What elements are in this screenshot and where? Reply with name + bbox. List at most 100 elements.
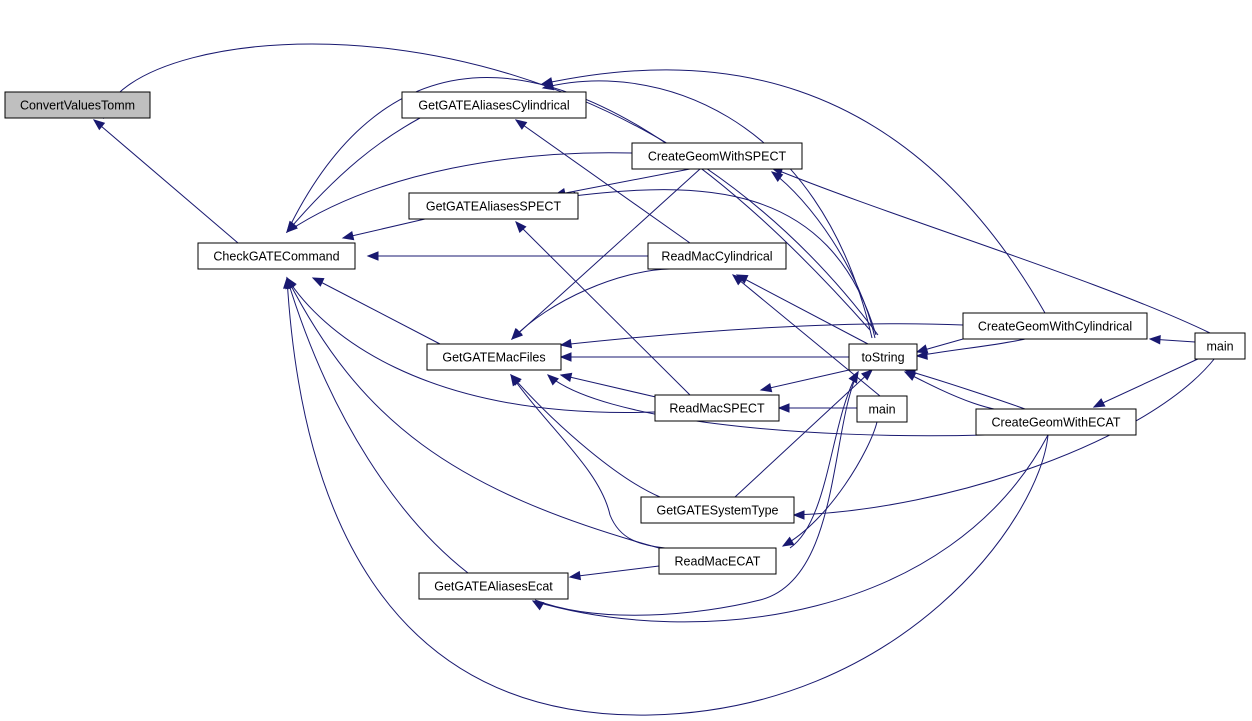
arrowhead	[546, 374, 559, 386]
svg-text:CreateGeomWithECAT: CreateGeomWithECAT	[992, 416, 1121, 430]
svg-text:GetGATEMacFiles: GetGATEMacFiles	[442, 351, 545, 365]
call-edge	[732, 274, 881, 397]
call-edge	[569, 565, 660, 578]
node-read-mac-ecat[interactable]: ReadMacECAT	[658, 547, 777, 575]
arrowhead	[777, 403, 790, 413]
svg-text:ReadMacECAT: ReadMacECAT	[675, 555, 761, 569]
call-edge	[286, 277, 1049, 716]
arrowhead	[514, 119, 528, 130]
arrowhead	[903, 371, 917, 381]
arrowhead	[311, 277, 325, 287]
node-get-gate-system-type[interactable]: GetGATESystemType	[640, 496, 795, 524]
call-edge	[510, 374, 666, 549]
node-get-gate-aliases-spect[interactable]: GetGATEAliasesSPECT	[408, 192, 579, 220]
node-get-gate-aliases-ecat[interactable]: GetGATEAliasesEcat	[418, 572, 569, 600]
svg-text:ReadMacCylindrical: ReadMacCylindrical	[661, 250, 772, 264]
arrowhead	[286, 221, 298, 233]
call-edge	[103, 43, 879, 336]
node-read-mac-cylindrical[interactable]: ReadMacCylindrical	[647, 242, 787, 270]
node-main-right[interactable]: main	[1194, 332, 1246, 360]
svg-text:main: main	[1206, 340, 1233, 354]
call-edge	[286, 117, 421, 233]
call-edge	[789, 371, 859, 549]
call-edge	[1093, 357, 1201, 408]
arrowhead	[731, 274, 745, 286]
call-edge	[736, 274, 869, 345]
call-edge	[286, 152, 633, 233]
arrowhead	[559, 338, 573, 349]
arrowhead	[759, 383, 773, 393]
node-to-string[interactable]: toString	[848, 343, 918, 371]
call-edge	[510, 374, 661, 498]
svg-text:CreateGeomWithCylindrical: CreateGeomWithCylindrical	[978, 320, 1132, 334]
arrowhead	[770, 171, 784, 183]
graph-nodes: ConvertValuesTomm CheckGATECommand GetGA…	[4, 91, 1246, 600]
svg-text:CheckGATECommand: CheckGATECommand	[213, 250, 339, 264]
node-check-gate-command[interactable]: CheckGATECommand	[197, 242, 356, 270]
call-edge	[564, 189, 877, 336]
svg-text:GetGATEAliasesSPECT: GetGATEAliasesSPECT	[426, 200, 562, 214]
call-edge	[916, 338, 1026, 357]
arrowhead	[510, 373, 521, 387]
arrowhead	[341, 231, 355, 241]
call-edge	[560, 323, 964, 346]
svg-text:main: main	[868, 403, 895, 417]
arrowhead	[515, 220, 527, 233]
call-edge	[286, 277, 656, 413]
svg-text:GetGATEAliasesEcat: GetGATEAliasesEcat	[434, 580, 553, 594]
node-main-middle[interactable]: main	[856, 395, 908, 423]
call-edge	[547, 374, 986, 437]
svg-text:GetGATEAliasesCylindrical: GetGATEAliasesCylindrical	[418, 99, 569, 113]
node-create-geom-with-spect[interactable]: CreateGeomWithSPECT	[631, 142, 803, 170]
node-get-gate-mac-files[interactable]: GetGATEMacFiles	[426, 343, 562, 371]
arrowhead	[1092, 398, 1106, 408]
call-edge	[342, 218, 426, 239]
call-edge	[760, 369, 850, 391]
arrowhead	[531, 600, 545, 611]
call-edge	[312, 277, 441, 345]
node-create-geom-with-cylindrical[interactable]: CreateGeomWithCylindrical	[962, 312, 1148, 340]
arrowhead	[568, 570, 582, 581]
arrowhead	[366, 251, 379, 261]
call-edge	[542, 80, 873, 339]
call-edge	[286, 277, 660, 549]
call-edge	[515, 221, 691, 396]
call-edge	[515, 119, 691, 244]
call-edge	[771, 171, 876, 339]
call-edge	[93, 119, 239, 244]
arrowhead	[541, 81, 555, 91]
node-convert-values-tomm[interactable]: ConvertValuesTomm	[4, 91, 151, 119]
call-edge	[286, 277, 469, 574]
svg-text:ConvertValuesTomm: ConvertValuesTomm	[20, 99, 135, 113]
call-edge	[771, 167, 1211, 334]
call-edge	[286, 77, 871, 331]
arrowhead	[559, 372, 573, 382]
call-edge	[511, 168, 701, 340]
call-edge	[532, 434, 1049, 623]
svg-text:GetGATESystemType: GetGATESystemType	[656, 504, 778, 518]
call-edge	[541, 69, 1046, 314]
arrowhead	[283, 276, 293, 289]
svg-text:ReadMacSPECT: ReadMacSPECT	[669, 402, 765, 416]
node-read-mac-spect[interactable]: ReadMacSPECT	[654, 394, 780, 422]
node-create-geom-with-ecat[interactable]: CreateGeomWithECAT	[975, 408, 1137, 436]
call-edge	[534, 371, 859, 616]
call-edge	[560, 374, 661, 399]
node-get-gate-aliases-cylindrical[interactable]: GetGATEAliasesCylindrical	[401, 91, 587, 119]
arrowhead	[92, 119, 106, 131]
arrowhead	[559, 352, 572, 362]
svg-text:toString: toString	[861, 351, 904, 365]
arrowhead	[848, 370, 859, 384]
arrowhead	[781, 536, 795, 547]
arrowhead	[792, 510, 805, 520]
arrowhead	[510, 328, 523, 340]
graph-edges	[92, 43, 1216, 716]
arrowhead	[861, 369, 874, 381]
arrowhead	[1148, 335, 1161, 345]
call-edge	[511, 268, 671, 340]
call-edge	[782, 421, 878, 547]
call-edge	[793, 357, 1216, 516]
svg-text:CreateGeomWithSPECT: CreateGeomWithSPECT	[648, 150, 787, 164]
arrowhead	[915, 344, 929, 354]
